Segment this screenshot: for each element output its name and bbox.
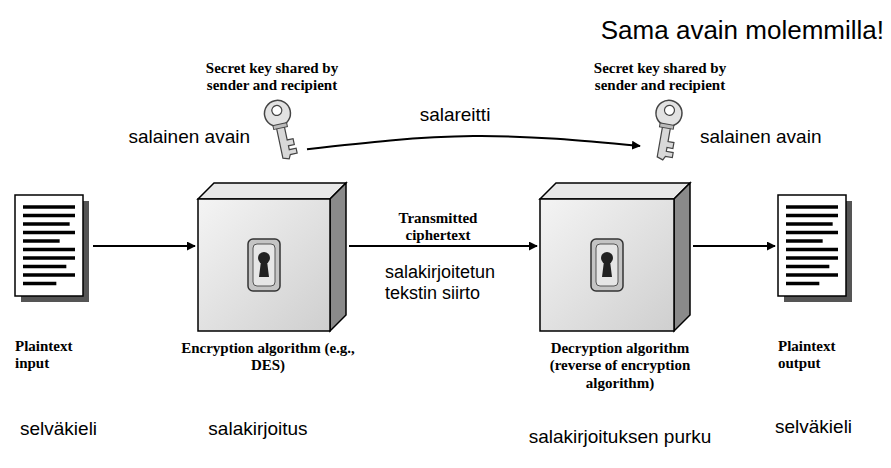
finnish-label: salakirjoituksen purku bbox=[529, 426, 712, 448]
document-icon: Plaintext inputselväkieli bbox=[15, 195, 90, 303]
finnish-label: salainen avain bbox=[700, 126, 821, 148]
finnish-label: selväkieli bbox=[775, 416, 852, 438]
key-heading: Secret key shared by sender and recipien… bbox=[187, 60, 357, 95]
algorithm-box: Decryption algorithm (reverse of encrypt… bbox=[540, 183, 690, 331]
curved-arrow bbox=[307, 136, 640, 149]
cube-outline bbox=[198, 183, 346, 331]
finnish-label: salainen avain bbox=[129, 126, 250, 148]
key-outline bbox=[643, 98, 689, 162]
finnish-label: salakirjoitetun tekstin siirto bbox=[385, 262, 535, 303]
document-icon: Plaintext outputselväkieli bbox=[778, 195, 853, 303]
flow-arrow bbox=[349, 245, 537, 247]
finnish-label: selväkieli bbox=[20, 418, 97, 440]
algorithm-box: Encryption algorithm (e.g., DES)salakirj… bbox=[198, 183, 346, 331]
key-outline bbox=[258, 98, 304, 162]
finnish-label: salakirjoitus bbox=[208, 418, 307, 440]
doc-heading: Plaintext output bbox=[778, 338, 858, 373]
flow-arrow bbox=[93, 245, 195, 247]
note-text: Sama avain molemmilla! bbox=[601, 16, 884, 46]
key-icon: Secret key shared by sender and recipien… bbox=[258, 98, 304, 162]
box-heading: Encryption algorithm (e.g., DES) bbox=[179, 340, 357, 375]
cube-outline bbox=[540, 183, 690, 331]
key-heading: Secret key shared by sender and recipien… bbox=[575, 60, 745, 95]
doc-outline bbox=[15, 195, 90, 303]
edge-label: salareitti bbox=[420, 104, 491, 126]
flow-arrow bbox=[693, 245, 775, 247]
key-icon: Secret key shared by sender and recipien… bbox=[643, 98, 689, 162]
edge-label: Transmitted ciphertext bbox=[378, 210, 498, 245]
box-heading: Decryption algorithm (reverse of encrypt… bbox=[531, 340, 709, 392]
doc-outline bbox=[778, 195, 853, 303]
doc-heading: Plaintext input bbox=[15, 338, 95, 373]
